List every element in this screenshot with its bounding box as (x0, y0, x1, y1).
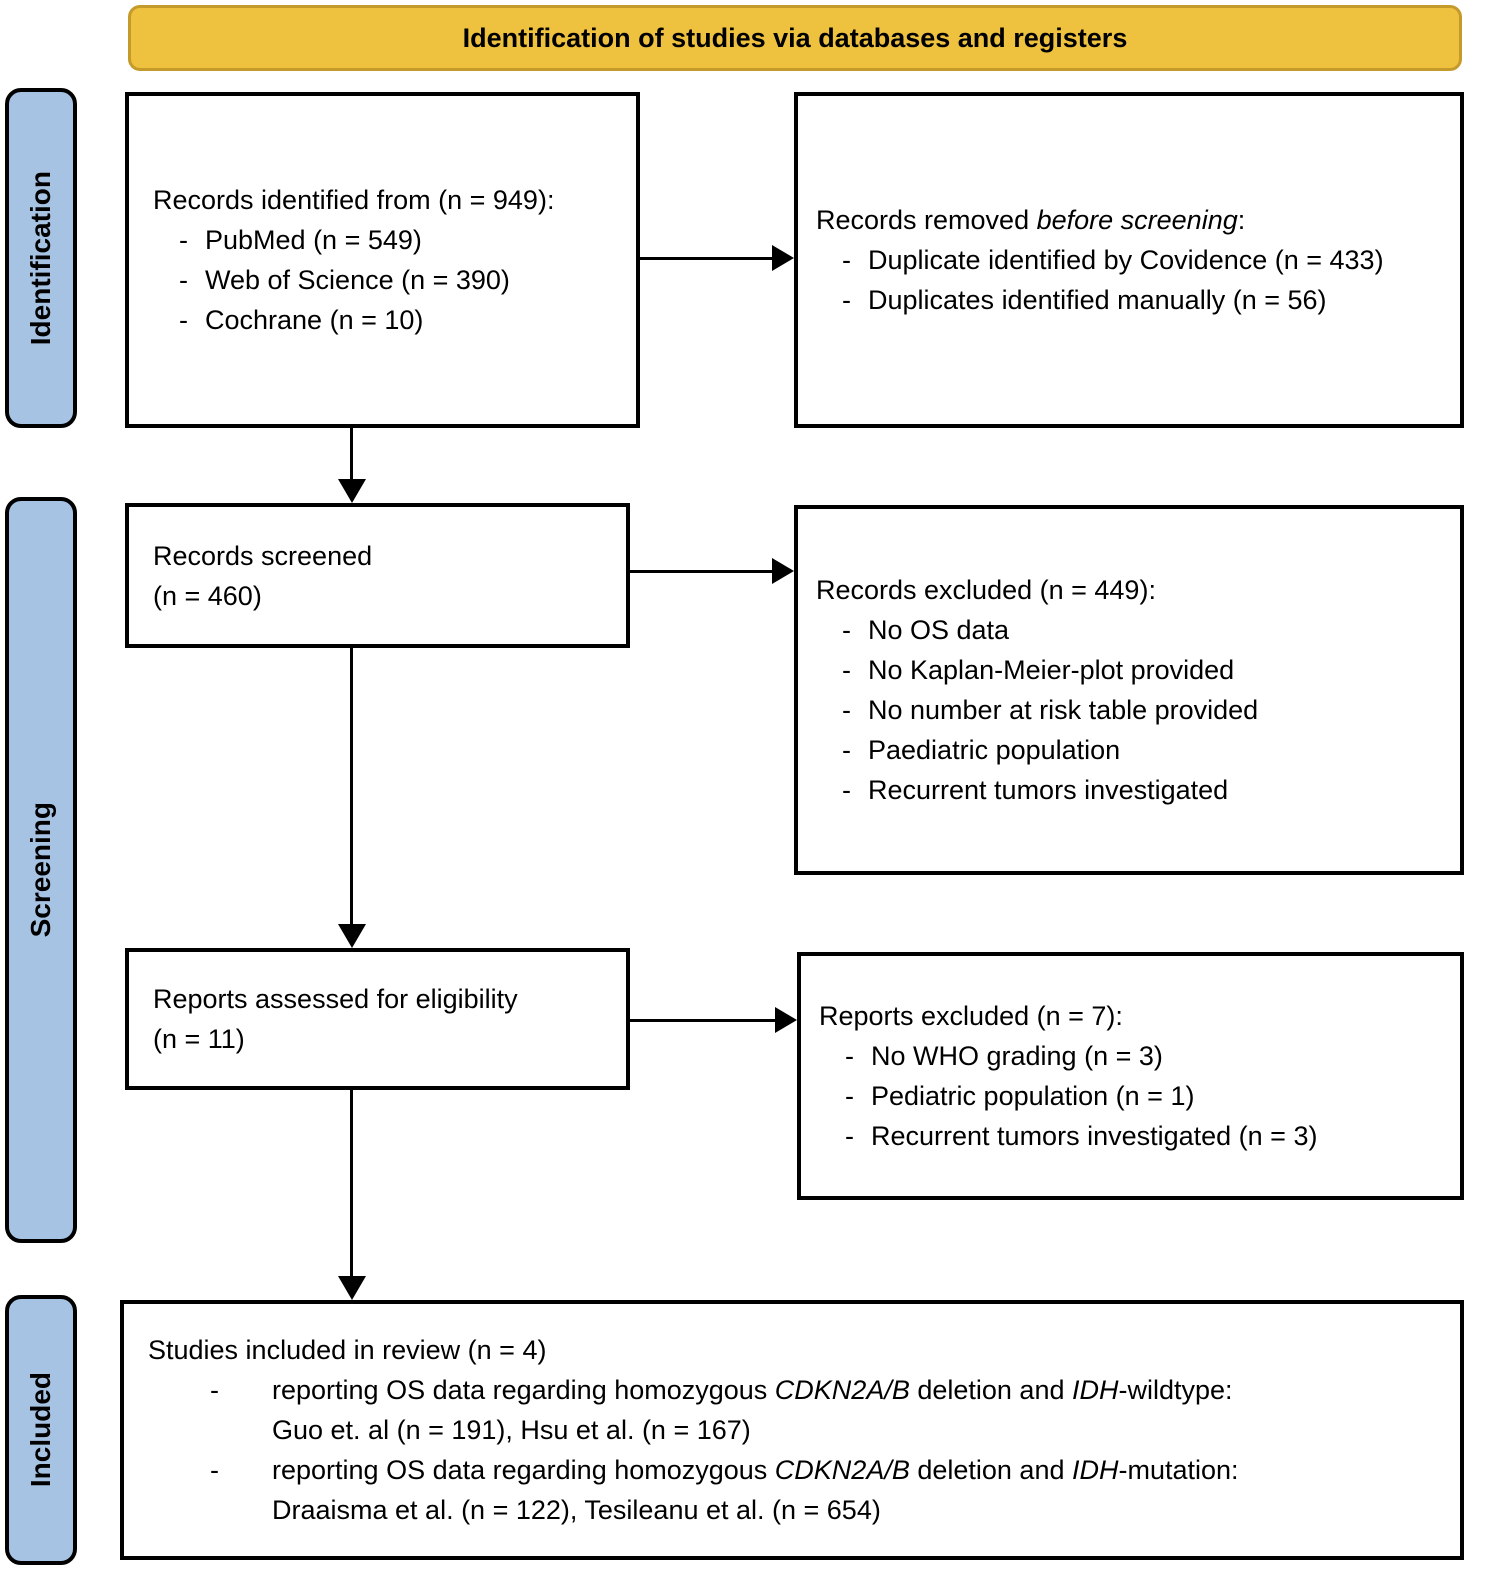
bullet-dash: - (842, 735, 851, 765)
list-item: - Duplicates identified manually (n = 56… (816, 280, 1444, 320)
arrow-screened-to-assessed-head (338, 924, 366, 948)
arrow-screened-to-excluded-head (772, 558, 794, 584)
arrow-identified-to-removed-head (772, 245, 794, 271)
bullet-dash: - (842, 775, 851, 805)
box-records-excluded-title: Records excluded (n = 449): (816, 575, 1156, 605)
banner-title: Identification of studies via databases … (462, 23, 1128, 53)
bullet-dash: - (842, 245, 851, 275)
list-item-continuation: Draaisma et al. (n = 122), Tesileanu et … (272, 1495, 881, 1525)
list-item: - No OS data (816, 610, 1444, 650)
arrow-assessed-to-included-line (350, 1090, 353, 1278)
box-reports-excluded-title: Reports excluded (n = 7): (819, 1001, 1123, 1031)
list-item: - Recurrent tumors investigated (816, 770, 1444, 810)
box-records-removed: Records removed before screening: - Dupl… (794, 92, 1464, 428)
list-item: - PubMed (n = 549) (153, 220, 620, 260)
box-reports-assessed-line2: (n = 11) (153, 1024, 245, 1054)
box-reports-assessed-line1: Reports assessed for eligibility (153, 984, 518, 1014)
stage-label-identification-text: Identification (25, 170, 56, 346)
box-reports-excluded: Reports excluded (n = 7): - No WHO gradi… (797, 952, 1464, 1200)
arrow-screened-to-excluded-line (630, 570, 778, 573)
list-item: - No number at risk table provided (816, 690, 1444, 730)
bullet-dash: - (210, 1455, 219, 1485)
stage-label-screening: Screening (5, 497, 77, 1243)
arrow-assessed-to-reports-excluded-head (775, 1007, 797, 1033)
list-item: - No WHO grading (n = 3) (819, 1036, 1444, 1076)
list-item: - Cochrane (n = 10) (153, 300, 620, 340)
list-item: - Paediatric population (816, 730, 1444, 770)
arrow-screened-to-assessed-line (350, 648, 353, 926)
bullet-dash: - (842, 655, 851, 685)
bullet-dash: - (842, 695, 851, 725)
stage-label-screening-text: Screening (25, 802, 56, 938)
arrow-assessed-to-included-head (338, 1276, 366, 1300)
bullet-dash: - (845, 1041, 854, 1071)
box-records-removed-title: Records removed before screening: (816, 205, 1246, 235)
list-item-continuation: Guo et. al (n = 191), Hsu et al. (n = 16… (272, 1415, 751, 1445)
arrow-identified-to-removed-line (640, 257, 778, 260)
list-item: - reporting OS data regarding homozygous… (148, 1450, 1444, 1530)
arrow-assessed-to-reports-excluded-line (630, 1019, 781, 1022)
list-item: - No Kaplan-Meier-plot provided (816, 650, 1444, 690)
box-records-identified-title: Records identified from (n = 949): (153, 185, 555, 215)
bullet-dash: - (210, 1375, 219, 1405)
bullet-dash: - (179, 305, 188, 335)
box-records-identified: Records identified from (n = 949): - Pub… (125, 92, 640, 428)
bullet-dash: - (179, 265, 188, 295)
bullet-dash: - (179, 225, 188, 255)
list-item: - Duplicate identified by Covidence (n =… (816, 240, 1444, 280)
stage-label-included: Included (5, 1295, 77, 1565)
box-studies-included-title: Studies included in review (n = 4) (148, 1335, 547, 1365)
list-item: - Web of Science (n = 390) (153, 260, 620, 300)
list-item: - Pediatric population (n = 1) (819, 1076, 1444, 1116)
stage-label-identification: Identification (5, 88, 77, 428)
box-records-screened-line1: Records screened (153, 540, 373, 571)
arrow-identified-to-screened-line (350, 428, 353, 481)
stage-label-included-text: Included (25, 1372, 56, 1488)
box-records-screened-line2: (n = 460) (153, 580, 262, 611)
box-studies-included: Studies included in review (n = 4) - rep… (120, 1300, 1464, 1560)
list-item: - Recurrent tumors investigated (n = 3) (819, 1116, 1444, 1156)
list-item: - reporting OS data regarding homozygous… (148, 1370, 1444, 1450)
bullet-dash: - (842, 285, 851, 315)
banner: Identification of studies via databases … (128, 5, 1462, 71)
bullet-dash: - (842, 615, 851, 645)
box-reports-assessed: Reports assessed for eligibility (n = 11… (125, 948, 630, 1090)
arrow-identified-to-screened-head (338, 479, 366, 503)
bullet-dash: - (845, 1121, 854, 1151)
bullet-dash: - (845, 1081, 854, 1111)
box-records-excluded: Records excluded (n = 449): - No OS data… (794, 505, 1464, 875)
box-records-screened: Records screened (n = 460) (125, 503, 630, 648)
